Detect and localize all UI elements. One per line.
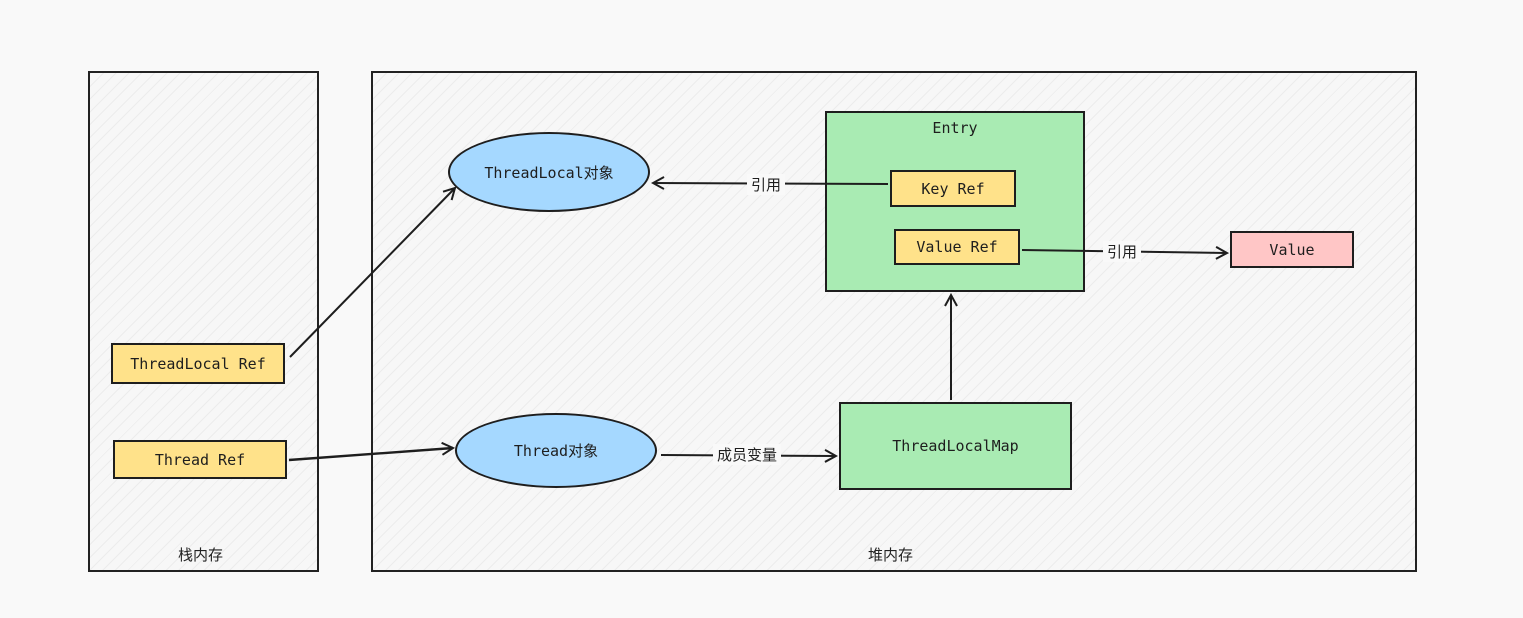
- thread-object-node: Thread对象: [455, 413, 657, 488]
- entry-label: Entry: [932, 119, 978, 137]
- threadlocal-ref-box: ThreadLocal Ref: [111, 343, 285, 384]
- stack-memory-region: [88, 71, 319, 572]
- thread-ref-box: Thread Ref: [113, 440, 287, 479]
- stack-memory-label: 栈内存: [178, 546, 224, 564]
- heap-memory-label: 堆内存: [868, 546, 914, 564]
- value-box: Value: [1230, 231, 1354, 268]
- edge-label-key-ref: 引用: [747, 174, 786, 195]
- threadlocal-object-node: ThreadLocal对象: [448, 132, 650, 212]
- threadlocalmap-box: ThreadLocalMap: [839, 402, 1072, 490]
- edge-label-value-ref: 引用: [1103, 241, 1142, 262]
- edge-label-member-variable: 成员变量: [713, 444, 782, 465]
- value-ref-box: Value Ref: [894, 229, 1020, 265]
- key-ref-box: Key Ref: [890, 170, 1016, 207]
